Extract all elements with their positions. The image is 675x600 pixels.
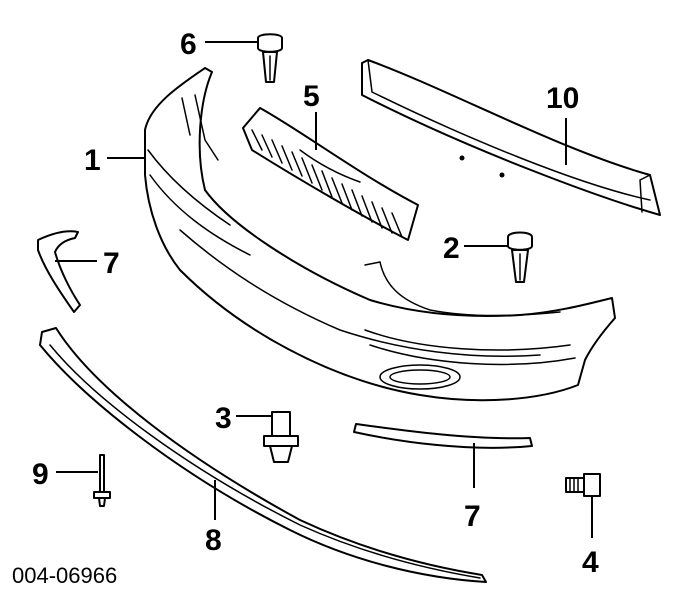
callout-6: 6 <box>180 28 197 61</box>
part-9-rivet-pin <box>93 454 111 507</box>
callout-8: 8 <box>205 524 222 557</box>
part-6-push-pin <box>257 33 283 83</box>
part-1-bumper-fascia <box>144 67 616 402</box>
callout-7-lower: 7 <box>464 500 481 533</box>
part-3-retainer-clip <box>263 411 299 463</box>
leader-lines <box>55 41 593 538</box>
callout-7-upper: 7 <box>103 247 120 280</box>
part-2-push-pin <box>507 231 533 283</box>
callout-3: 3 <box>215 402 232 435</box>
part-10-reinforcement-beam <box>361 59 661 216</box>
part-4-screw <box>565 473 601 497</box>
part-5-grille <box>242 107 419 241</box>
drawing-code: 004-06966 <box>12 563 117 588</box>
callout-2: 2 <box>443 232 460 265</box>
part-8-lower-valance <box>39 327 487 583</box>
callout-1: 1 <box>84 144 101 177</box>
part-7-molding-lower <box>353 423 533 449</box>
callout-5: 5 <box>303 80 320 113</box>
callout-4: 4 <box>582 546 599 579</box>
part-7-molding-upper <box>37 230 81 313</box>
callout-9: 9 <box>32 458 49 491</box>
callout-10: 10 <box>546 82 579 115</box>
